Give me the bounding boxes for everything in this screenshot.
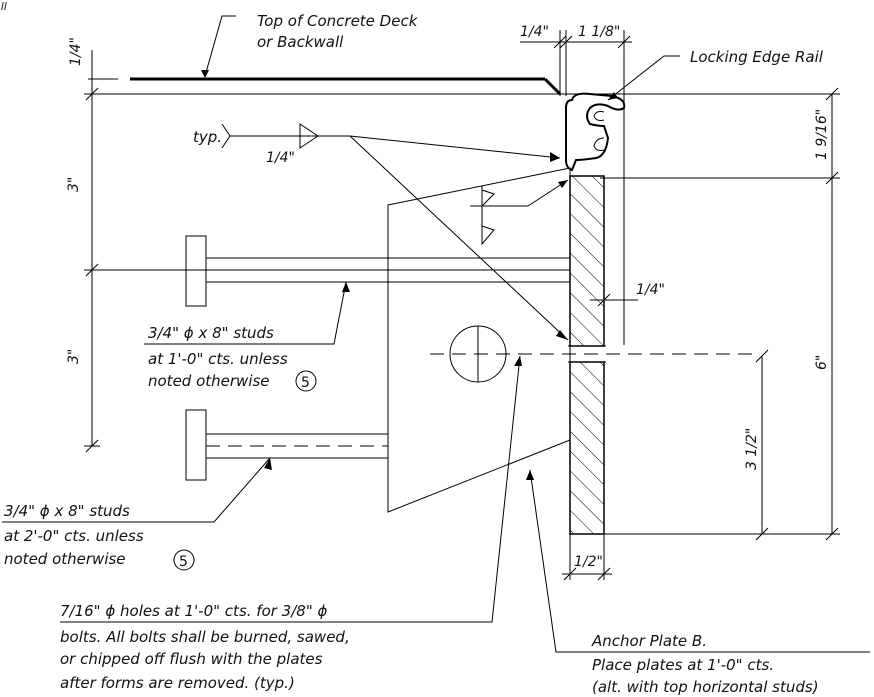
edge-rail-leader (607, 55, 680, 101)
anchor-note-leader (529, 469, 580, 653)
holes-note-1: 7/16" ϕ holes at 1'-0" cts. for 3/8" ϕ (60, 602, 327, 620)
holes-note-4: after forms are removed. (typ.) (60, 674, 295, 692)
bolt-hole (449, 325, 507, 383)
dim-half-bottom: 1/2" (574, 554, 603, 570)
dim-three-half: 3 1/2" (744, 428, 760, 470)
stud-upper-leader (144, 281, 347, 345)
weld-typ-label: typ. (193, 128, 222, 146)
anchor-note-1: Anchor Plate B. (591, 632, 707, 650)
vertical-plate-lower (569, 361, 605, 535)
top-of-deck-line (88, 77, 650, 96)
stud-lower-note-1: 3/4" ϕ x 8" studs (4, 502, 130, 520)
anchor-note-3: (alt. with top horizontal studs) (592, 678, 819, 696)
dim-quarter-plate: 1/4" (636, 282, 665, 298)
top-of-deck-label: Top of Concrete Deck (257, 12, 419, 30)
top-of-deck-label-2: or Backwall (257, 33, 344, 51)
note-5-lower: 5 (179, 554, 188, 570)
weld-symbol-vertical (470, 179, 569, 246)
dim-three-lower: 3" (66, 349, 82, 364)
vertical-plate-upper (569, 175, 605, 347)
dim-quarter-top: 1/4" (520, 24, 549, 40)
holes-note-3: or chipped off flush with the plates (60, 650, 323, 668)
dim-six: 6" (814, 355, 830, 370)
top-dimension-chain (520, 30, 632, 345)
left-dimension-chain (84, 50, 570, 453)
note-5-circle-lower (173, 549, 195, 571)
holes-note-2: bolts. All bolts shall be burned, sawed, (60, 628, 350, 646)
locking-edge-rail-label: Locking Edge Rail (690, 48, 824, 66)
dim-nine-sixteenths: 1 9/16" (814, 109, 830, 160)
right-dimension-chain (600, 87, 840, 541)
weld-symbol-typ (221, 123, 569, 341)
stud-upper (185, 235, 570, 307)
weld-size-label: 1/4" (266, 150, 295, 166)
anchor-plate-b (387, 167, 571, 513)
note-5-upper: 5 (301, 375, 310, 391)
stud-lower-note-2: at 2'-0" cts. unless (4, 527, 144, 545)
dim-quarter-left: 1/4" (68, 37, 84, 66)
dim-one-eighth-top: 1 1/8" (578, 24, 620, 40)
bottom-half-dim (562, 534, 612, 581)
note-5-circle-upper (295, 370, 317, 392)
stud-lower-note-3: noted otherwise (4, 550, 126, 568)
stud-upper-note-3: noted otherwise (148, 372, 270, 390)
plate-quarter-dim (590, 293, 638, 307)
dim-three-upper: 3" (66, 177, 82, 192)
stud-upper-note-1: 3/4" ϕ x 8" studs (148, 324, 274, 342)
top-of-deck-leader (201, 15, 236, 78)
corner-fragment-text: all (0, 0, 7, 13)
stud-upper-note-2: at 1'-0" cts. unless (148, 350, 288, 368)
stud-lower (185, 409, 388, 481)
stud-lower-leader (2, 457, 271, 523)
anchor-note-2: Place plates at 1'-0" cts. (592, 656, 774, 674)
locking-edge-rail (565, 92, 626, 172)
holes-note-leader (60, 355, 521, 623)
